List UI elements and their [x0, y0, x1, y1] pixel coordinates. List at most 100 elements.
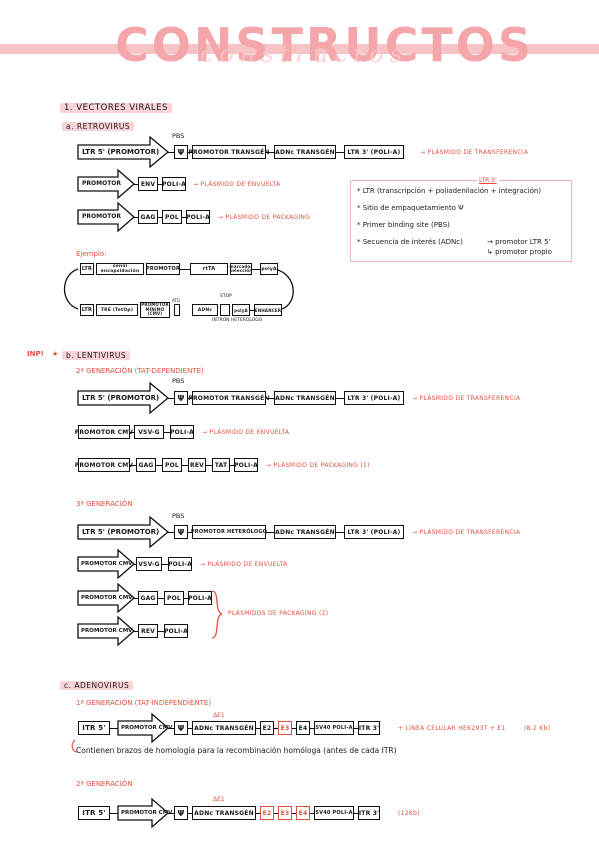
ex-senal-box: señal encapsidación — [96, 263, 144, 275]
connector — [292, 728, 296, 730]
connector — [158, 598, 164, 600]
e3-box: E3 — [278, 806, 292, 820]
connector — [168, 728, 174, 730]
polia-box: POLI-A — [188, 591, 212, 605]
subheading-retrovirus: a. RETROVIRUS — [62, 122, 135, 131]
connector — [130, 465, 136, 467]
vsvg-box: VSV-G — [134, 425, 164, 439]
ex-adnc-box: ADNc — [192, 304, 218, 316]
promotor-cmv-label: PROMOTOR CMV — [81, 595, 133, 601]
connector — [180, 269, 190, 271]
adeno2-cmv-arrow — [117, 797, 169, 829]
connector — [252, 269, 260, 271]
ltr5-promotor-label: LTR 5' (PROMOTOR) — [82, 394, 160, 402]
transfer-plasmid-label: → PLÁSMIDO DE TRANSFERENCIA — [420, 149, 529, 156]
itr5-box: ITR 5' — [78, 721, 110, 735]
de1-label: ΔE1 — [213, 796, 225, 803]
connector — [168, 813, 174, 815]
gag-box: GAG — [138, 591, 158, 605]
ex-stop-label: STOP — [220, 294, 232, 299]
lenti-gen2-heading: 2ª GENERACIÓN (TAT-DEPENDIENTE) — [76, 367, 204, 375]
star-icon: ★ — [52, 350, 59, 358]
connector — [310, 728, 314, 730]
gag-box: GAG — [138, 210, 158, 224]
connector — [134, 564, 136, 566]
connector — [182, 465, 188, 467]
section-heading-vectores: 1. VECTORES VIRALES — [60, 103, 172, 113]
ex-rtta-box: rtTA — [190, 263, 228, 275]
connector — [134, 631, 138, 633]
connector — [266, 398, 274, 400]
pol-box: POL — [164, 591, 184, 605]
ex-prom-minimo-box: PROMOTOR MÍNIMO (CMV) — [140, 302, 170, 318]
ex-polya2-box: polyA — [232, 304, 250, 316]
adnc-transgen-box: ADNc TRANSGÉN — [274, 145, 336, 159]
subheading-adenovirus: c. ADENOVIRUS — [60, 681, 134, 690]
e4-box: E4 — [296, 806, 310, 820]
info-line-4b: ↳ promotor propio — [487, 248, 552, 256]
ltr5-promotor-label: LTR 5' (PROMOTOR) — [82, 528, 160, 536]
subheading-lentivirus: b. LENTIVIRUS — [62, 351, 131, 360]
homology-note: Contienen brazos de homología para la re… — [76, 746, 397, 755]
transfer-plasmid-label: → PLÁSMIDO DE TRANSFERENCIA — [412, 395, 521, 402]
envuelta-plasmid-label: → PLÁSMIDO DE ENVUELTA — [202, 429, 290, 436]
promotor-cmv-label: PROMOTOR CMV — [81, 628, 133, 634]
psi-box: Ψ — [174, 391, 188, 405]
info-line-4: * Secuencia de interés (ADNc) — [357, 238, 463, 246]
connector — [168, 152, 174, 154]
connector — [110, 813, 118, 815]
connector — [164, 432, 170, 434]
promotor-cmv-box: PROMOTOR CMV — [75, 425, 133, 439]
page-title: CONSTRUCTOS — [115, 18, 535, 72]
promotor-transgen-box: PROMOTOR TRANSGÉN — [188, 391, 269, 405]
title-watermark: constructos — [200, 40, 409, 68]
connector — [188, 813, 192, 815]
ex-marcador-box: marcador selección — [229, 263, 253, 275]
promotor-cmv-label: PROMOTOR CMV — [121, 725, 173, 731]
polia-box: POLI-A — [164, 624, 188, 638]
connector — [188, 532, 192, 534]
rev-box: REV — [188, 458, 206, 472]
ejemplo-label: Ejemplo: — [76, 250, 107, 258]
ex-intron-box — [220, 304, 230, 316]
de1-label: ΔE1 — [213, 712, 225, 719]
ex-enhancer-box: ENHANCER — [254, 304, 282, 316]
polia-box: POLI-A — [170, 425, 194, 439]
size-gen1: (8.2 Kb) — [524, 725, 551, 732]
info-box: LTR 5' * LTR (transcripción + poliadenil… — [350, 177, 572, 262]
connector — [354, 728, 358, 730]
connector — [354, 813, 358, 815]
ltr3-box: LTR 3' (POLI-A) — [344, 145, 404, 159]
psi-box: Ψ — [174, 806, 188, 820]
connector — [230, 465, 234, 467]
envuelta-plasmid-label: → PLÁSMIDO DE ENVUELTA — [200, 561, 288, 568]
itr3-box: ITR 3' — [358, 721, 380, 735]
size-gen2: (12Kb) — [398, 810, 420, 817]
ex-small-box — [174, 304, 180, 316]
info-line-2: * Sitio de empaquetamiento Ψ — [357, 204, 464, 212]
title-underline-bar — [0, 44, 599, 54]
connector — [168, 532, 174, 534]
connector — [188, 398, 192, 400]
lenti-gen3-heading: 3ª GENERACIÓN — [76, 500, 133, 508]
ex-intron-label: INTRÓN HETERÓLOGO — [212, 318, 263, 323]
info-line-4a: → promotor LTR 5' — [487, 238, 551, 246]
connector — [134, 217, 138, 219]
promotor-gag-arrow — [77, 201, 135, 233]
itr5-box: ITR 5' — [78, 806, 110, 820]
polia-box: POLI-A — [162, 177, 186, 191]
adnc-transgen-box: ADNc TRANSGÉN — [274, 391, 336, 405]
ex-ltr2-box: LTR — [80, 304, 94, 316]
info-line-1: * LTR (transcripción + poliadenilación +… — [357, 187, 542, 195]
connector — [206, 465, 212, 467]
connector — [110, 728, 118, 730]
connector — [250, 310, 254, 312]
lenti3-cmv-vsvg-arrow — [77, 548, 135, 580]
psi-box: Ψ — [174, 525, 188, 539]
connector — [336, 398, 344, 400]
e4-box: E4 — [296, 721, 310, 735]
ex-atg-label: ATG — [172, 298, 180, 303]
polia-box: POLI-A — [168, 557, 192, 571]
adeno-gen1-heading: 1ª GENERACIÓN (TAT-INDEPENDIENTE) — [76, 699, 212, 707]
